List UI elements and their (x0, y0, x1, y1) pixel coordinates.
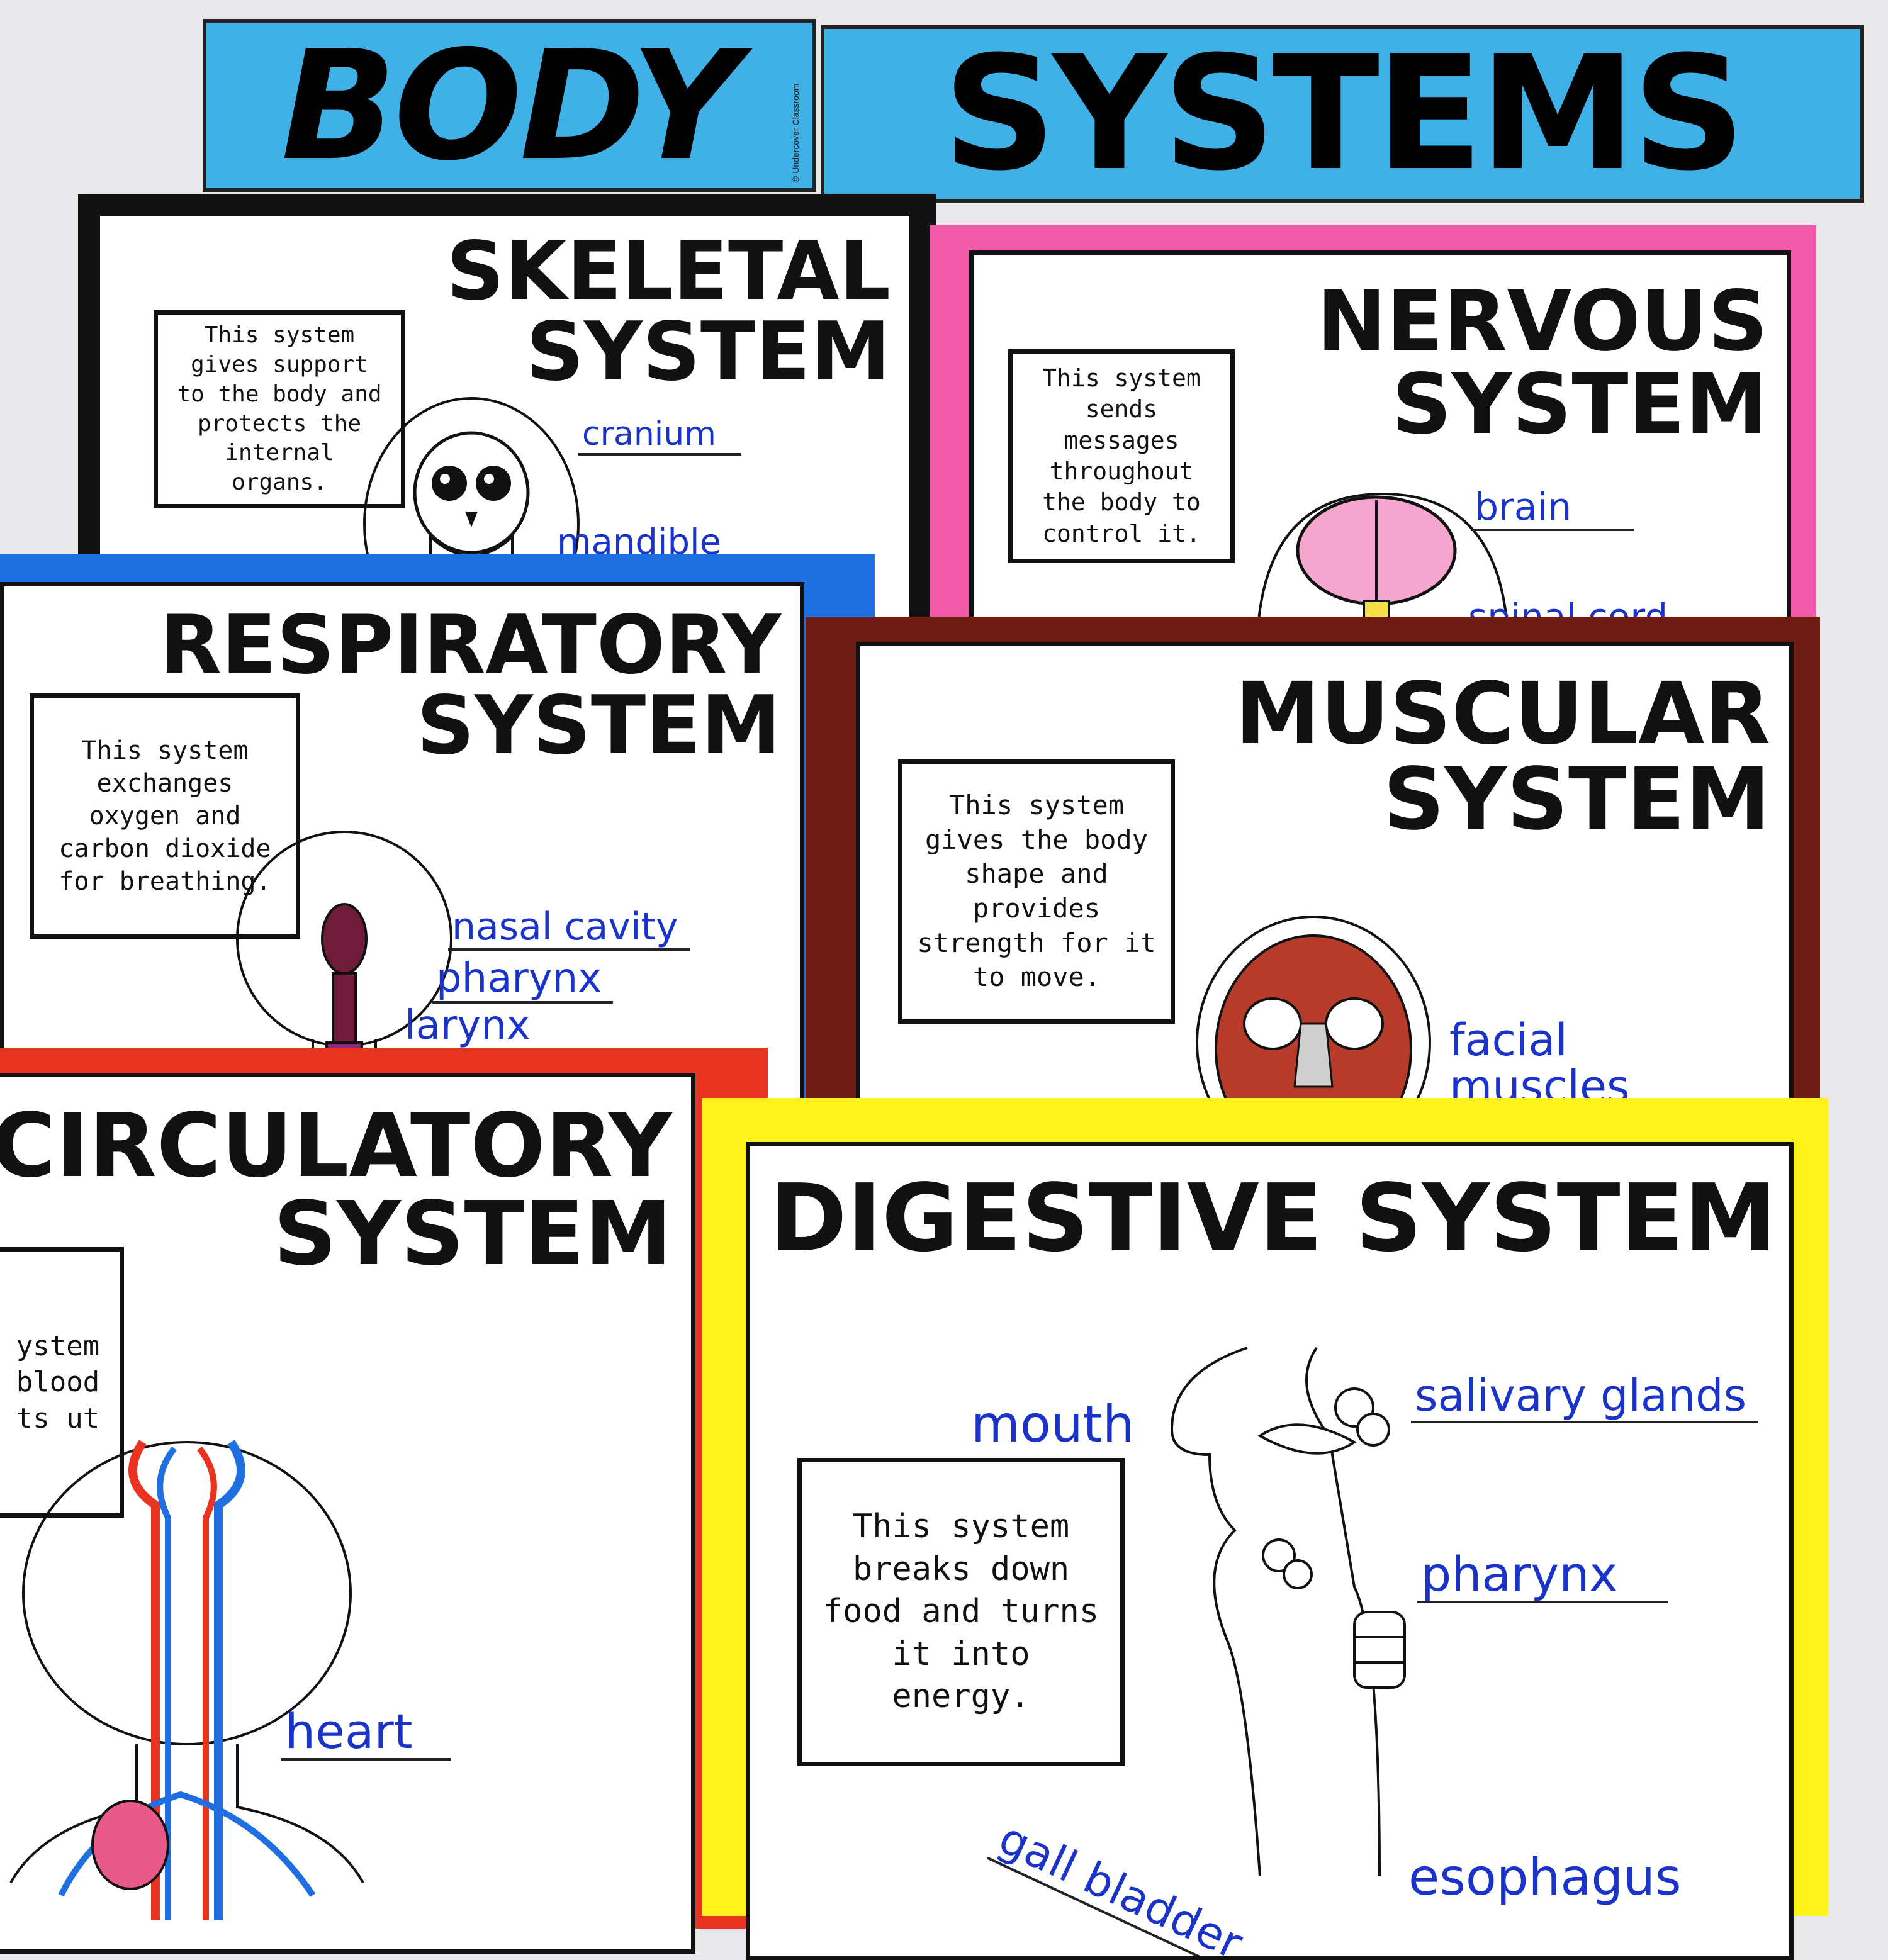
label-pharynx-digestive: pharynx (1417, 1549, 1668, 1603)
label-mouth: mouth (971, 1395, 1135, 1453)
poster-circulatory-inner: CIRCULATORY SYSTEM ystem blood ts ut hea… (0, 1073, 695, 1954)
label-pharynx-respiratory: pharynx (432, 957, 614, 1004)
poster-muscular-description: This system gives the body shape and pro… (898, 759, 1175, 1024)
poster-digestive-title: DIGESTIVE SYSTEM (770, 1164, 1777, 1272)
banner-body: BODY (203, 19, 816, 192)
poster-digestive-description: This system breaks down food and turns i… (797, 1458, 1125, 1766)
label-facial-muscles: facial muscles (1449, 1014, 1630, 1112)
label-esophagus: esophagus (1408, 1848, 1682, 1907)
poster-nervous-title: NERVOUS SYSTEM (1317, 273, 1768, 453)
banner-credit: © Undercover Classroom (790, 83, 801, 182)
label-heart: heart (281, 1706, 451, 1761)
label-salivary-glands: salivary glands (1411, 1372, 1758, 1423)
poster-muscular-title: MUSCULAR SYSTEM (1235, 664, 1770, 849)
poster-respiratory-description: This system exchanges oxygen and carbon … (30, 693, 300, 939)
banner-word-systems: SYSTEMS (943, 22, 1745, 205)
poster-digestive-inner: DIGESTIVE SYSTEM This system breaks down… (746, 1142, 1794, 1960)
digestive-figure (1170, 1347, 1406, 1877)
poster-skeletal-inner: SKELETAL SYSTEM This system gives suppor… (96, 211, 914, 677)
label-brain: brain (1471, 488, 1635, 531)
poster-circulatory-title: CIRCULATORY SYSTEM (0, 1095, 672, 1285)
circulatory-figure (9, 1440, 364, 1920)
poster-respiratory-title: RESPIRATORY SYSTEM (159, 598, 781, 773)
banner-systems: SYSTEMS (821, 25, 1864, 203)
label-larynx: larynx (401, 1004, 631, 1051)
poster-digestive: DIGESTIVE SYSTEM This system breaks down… (702, 1098, 1828, 1960)
poster-skeletal: SKELETAL SYSTEM This system gives suppor… (78, 194, 936, 677)
poster-nervous-description: This system sends messages throughout th… (1008, 349, 1235, 563)
label-cranium: cranium (578, 417, 741, 456)
poster-circulatory-description: ystem blood ts ut (0, 1247, 124, 1518)
poster-skeletal-title: SKELETAL SYSTEM (446, 225, 891, 399)
poster-skeletal-description: This system gives support to the body an… (154, 310, 405, 508)
label-nasal-cavity: nasal cavity (448, 907, 690, 951)
poster-circulatory: CIRCULATORY SYSTEM ystem blood ts ut hea… (0, 1048, 768, 1954)
poster-respiratory: RESPIRATORY SYSTEM This system exchanges… (0, 554, 875, 1148)
banner-word-body: BODY (281, 17, 740, 194)
